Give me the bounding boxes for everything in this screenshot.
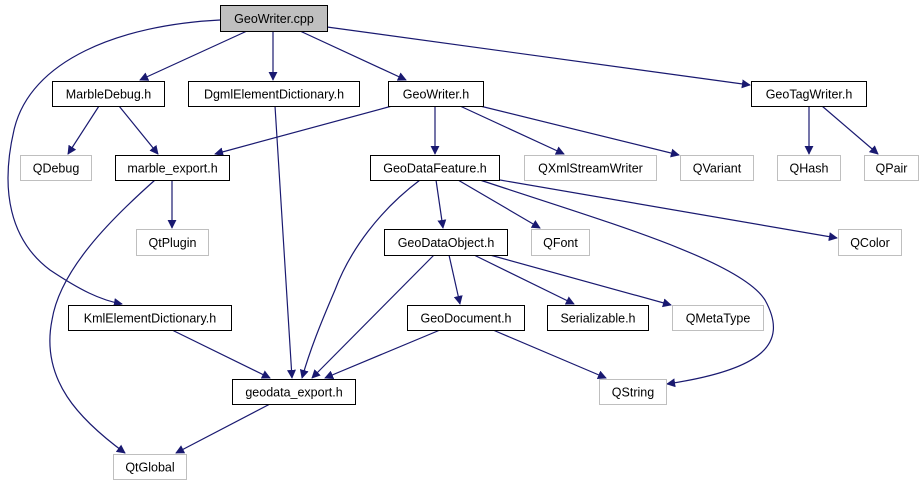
node-geodataobject-h[interactable]: GeoDataObject.h: [384, 229, 508, 256]
node-label: QMetaType: [686, 312, 751, 326]
node-label: GeoWriter.h: [403, 88, 470, 102]
node-box: [370, 155, 500, 181]
edge-geodatafeature-h-to-qstring: [479, 179, 775, 388]
edge-geodataobject-h-to-qmetatype: [489, 254, 672, 308]
node-kmlelementdictionary-h[interactable]: KmlElementDictionary.h: [68, 305, 232, 331]
node-label: GeoDataObject.h: [398, 236, 495, 250]
node-label: geodata_export.h: [245, 386, 342, 400]
node-geodocument-h[interactable]: GeoDocument.h: [407, 305, 525, 331]
node-label: GeoDataFeature.h: [383, 162, 487, 176]
node-box: [232, 379, 356, 405]
edge-geodatafeature-h-to-qfont: [457, 179, 541, 229]
node-box: [751, 81, 867, 107]
edge-geodataobject-h-to-geodata-export-h: [311, 254, 435, 379]
node-label: QtPlugin: [149, 236, 197, 250]
edge-geowriter-cpp-to-marbledebug-h: [139, 30, 248, 81]
edge-geodatafeature-h-to-geodataobject-h: [435, 179, 447, 229]
node-marble-export-h[interactable]: marble_export.h: [115, 155, 230, 181]
node-label: GeoWriter.cpp: [234, 12, 314, 26]
node-box: [384, 229, 508, 256]
edge-kmlelementdictionary-h-to-geodata-export-h: [171, 329, 271, 379]
node-box: [136, 229, 209, 256]
node-label: QVariant: [693, 162, 742, 176]
edge-geodataobject-h-to-serializable-h: [473, 254, 575, 305]
node-box: [838, 229, 902, 256]
node-qpair: QPair: [864, 155, 919, 181]
node-qxmlstreamwriter: QXmlStreamWriter: [524, 155, 657, 181]
edge-geodataobject-h-to-geodocument-h: [448, 254, 463, 305]
node-label: marble_export.h: [127, 162, 217, 176]
node-label: Serializable.h: [560, 312, 635, 326]
node-geodata-export-h[interactable]: geodata_export.h: [232, 379, 356, 405]
edge-marble-export-h-to-qtglobal: [49, 179, 156, 454]
node-qvariant: QVariant: [680, 155, 754, 181]
edge-geodatafeature-h-to-geodata-export-h: [299, 179, 421, 379]
node-qfont: QFont: [531, 229, 590, 256]
node-label: QString: [612, 386, 654, 400]
node-box: [388, 81, 484, 107]
edges-layer: [7, 19, 879, 454]
node-box: [407, 305, 525, 331]
node-label: GeoDocument.h: [420, 312, 511, 326]
node-label: QDebug: [33, 162, 80, 176]
edge-geodocument-h-to-geodata-export-h: [324, 329, 441, 380]
node-qhash: QHash: [777, 155, 841, 181]
edge-marbledebug-h-to-qdebug: [67, 105, 100, 155]
node-box: [68, 305, 232, 331]
node-box: [524, 155, 657, 181]
node-box: [188, 81, 360, 107]
edge-geowriter-cpp-to-geowriter-h: [299, 30, 407, 81]
edge-geodocument-h-to-qstring: [492, 329, 607, 379]
node-label: GeoTagWriter.h: [766, 88, 853, 102]
node-box: [113, 454, 187, 480]
node-label: QColor: [850, 236, 890, 250]
node-box: [547, 305, 649, 331]
node-geodatafeature-h[interactable]: GeoDataFeature.h: [370, 155, 500, 181]
node-box: [52, 81, 165, 107]
edge-marbledebug-h-to-marble-export-h: [118, 105, 159, 155]
node-serializable-h[interactable]: Serializable.h: [547, 305, 649, 331]
edge-geodata-export-h-to-qtglobal: [175, 403, 271, 454]
node-box: [115, 155, 230, 181]
node-marbledebug-h[interactable]: MarbleDebug.h: [52, 81, 165, 107]
node-box: [680, 155, 754, 181]
node-label: QXmlStreamWriter: [538, 162, 643, 176]
node-label: QHash: [790, 162, 829, 176]
edge-dgmlelementdictionary-h-to-geodata-export-h: [274, 105, 296, 379]
node-box: [864, 155, 919, 181]
node-geowriter-h[interactable]: GeoWriter.h: [388, 81, 484, 107]
edge-geowriter-h-to-qvariant: [479, 105, 680, 158]
node-label: DgmlElementDictionary.h: [204, 88, 344, 102]
node-box: [599, 379, 667, 405]
node-box: [672, 305, 764, 331]
node-label: KmlElementDictionary.h: [84, 312, 217, 326]
node-qstring: QString: [599, 379, 667, 405]
node-label: QPair: [876, 162, 908, 176]
node-label: QtGlobal: [125, 461, 174, 475]
node-qtglobal: QtGlobal: [113, 454, 187, 480]
edge-geotagwriter-h-to-qpair: [821, 105, 879, 155]
edge-geowriter-cpp-to-geotagwriter-h: [326, 26, 751, 89]
node-box: [531, 229, 590, 256]
node-qdebug: QDebug: [20, 155, 92, 181]
edge-geodatafeature-h-to-qcolor: [499, 179, 838, 242]
node-box: [20, 155, 92, 181]
node-box: [220, 5, 328, 32]
edge-geowriter-h-to-qxmlstreamwriter: [459, 105, 565, 155]
edge-geowriter-cpp-to-kmlelementdictionary-h: [7, 19, 221, 307]
node-qcolor: QColor: [838, 229, 902, 256]
node-qmetatype: QMetaType: [672, 305, 764, 331]
node-label: MarbleDebug.h: [66, 88, 152, 102]
node-label: QFont: [543, 236, 578, 250]
edge-geowriter-h-to-marble-export-h: [214, 105, 393, 157]
node-qtplugin: QtPlugin: [136, 229, 209, 256]
node-geotagwriter-h[interactable]: GeoTagWriter.h: [751, 81, 867, 107]
node-box: [777, 155, 841, 181]
node-dgmlelementdictionary-h[interactable]: DgmlElementDictionary.h: [188, 81, 360, 107]
node-geowriter-cpp[interactable]: GeoWriter.cpp: [220, 5, 328, 32]
